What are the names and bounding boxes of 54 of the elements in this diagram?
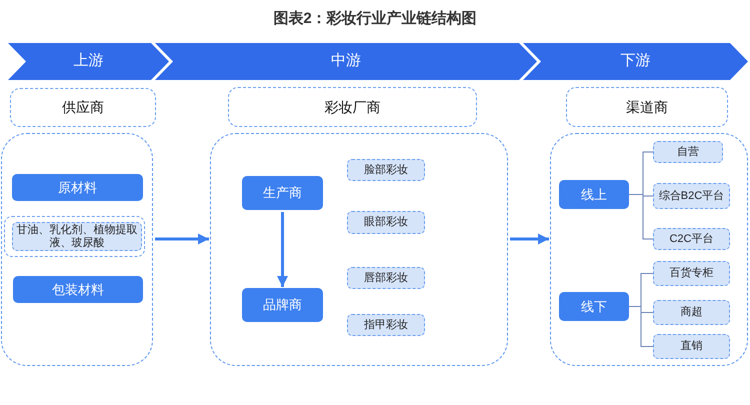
- stage-banner: [523, 43, 748, 80]
- group-panel: [550, 133, 748, 366]
- item-box: [653, 261, 730, 286]
- item-box: [653, 300, 730, 325]
- stage-banner: [8, 43, 169, 80]
- group-panel: [1, 133, 153, 366]
- node-label: 综合B2C平台: [658, 190, 724, 202]
- node-label: 甘油、乳化剂、植物提取液、玻尿酸: [16, 224, 138, 250]
- item-box: [653, 228, 730, 250]
- connector-line: [628, 194, 654, 240]
- arrow: [155, 234, 209, 244]
- node-label: C2C平台: [669, 232, 714, 246]
- item-box: [347, 267, 425, 289]
- node-label: 渠道商: [626, 98, 668, 116]
- node-label: 脸部彩妆: [364, 164, 408, 176]
- node-label: 自营: [677, 146, 699, 158]
- item-box: [653, 334, 730, 359]
- process-box: [12, 174, 143, 201]
- node-label: 线上: [581, 186, 607, 204]
- item-box: [347, 314, 425, 336]
- category-box: [228, 87, 477, 127]
- arrow: [510, 234, 549, 244]
- connector-line: [628, 306, 654, 347]
- item-box: [653, 183, 730, 209]
- node-label: 包装材料: [52, 280, 104, 299]
- node-label: 直销: [680, 340, 702, 353]
- process-box: [13, 276, 143, 303]
- node-label: 生产商: [263, 184, 302, 202]
- node-label: 原材料: [58, 178, 97, 197]
- node-label: 供应商: [62, 98, 104, 117]
- group-panel: [210, 133, 508, 366]
- process-box: [242, 288, 323, 322]
- item-box: [653, 141, 723, 163]
- diagram-title: 图表2：彩妆行业产业链结构图: [273, 9, 477, 29]
- dashed-frame: [4, 216, 145, 257]
- node-label: 上游: [74, 51, 104, 72]
- process-box: [559, 292, 629, 321]
- node-label: 线下: [581, 298, 607, 316]
- node-label: 眼部彩妆: [364, 216, 408, 229]
- item-box: [347, 211, 425, 234]
- node-label: 下游: [620, 51, 650, 72]
- node-label: 彩妆厂商: [324, 98, 380, 116]
- process-box: [559, 180, 629, 209]
- node-label: 百货专柜: [670, 267, 714, 280]
- item-box: [347, 159, 425, 181]
- category-box: [10, 88, 156, 127]
- arrow: [277, 212, 288, 287]
- process-box: [242, 176, 323, 210]
- node-label: 商超: [680, 306, 702, 319]
- category-box: [566, 87, 728, 127]
- node-label: 中游: [331, 51, 361, 72]
- node-label: 品牌商: [263, 296, 302, 314]
- node-label: 指甲彩妆: [364, 318, 408, 332]
- node-label: 唇部彩妆: [364, 272, 408, 284]
